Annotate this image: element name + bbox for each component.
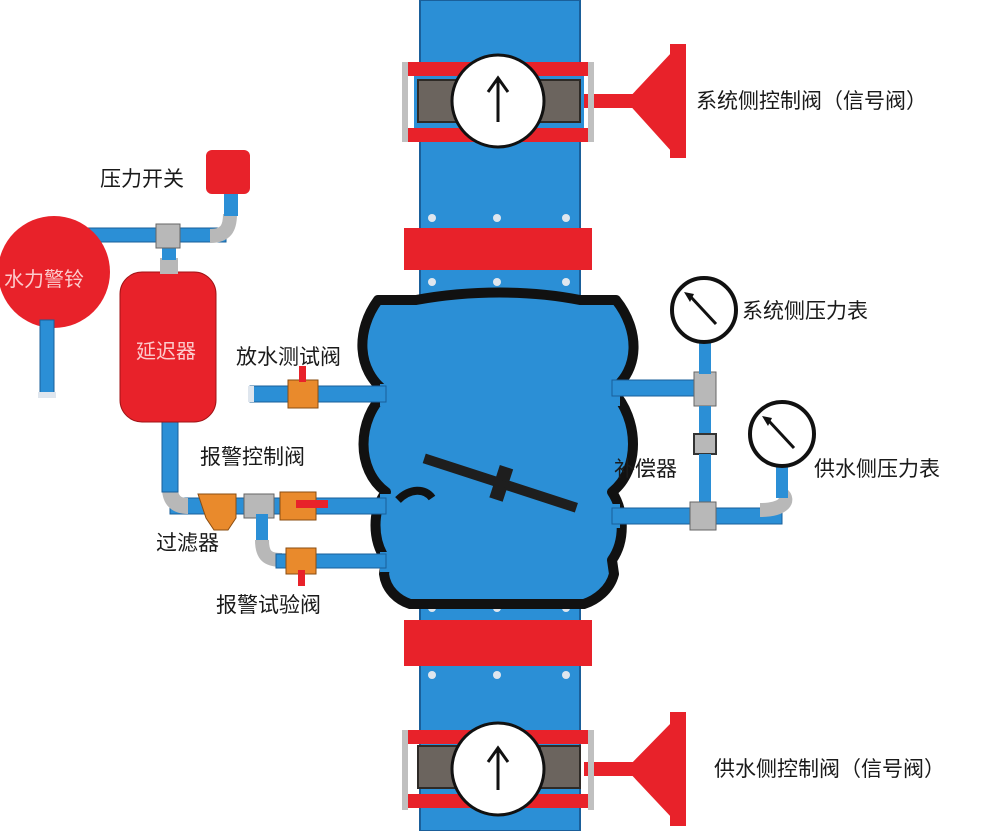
right-trim-piping xyxy=(611,276,816,531)
tee-fitting xyxy=(689,501,717,531)
up-arrow-icon xyxy=(486,75,510,122)
label-system-side-control-valve: 系统侧控制阀（信号阀） xyxy=(696,89,927,113)
label-pressure-switch: 压力开关 xyxy=(100,167,184,191)
label-compensator: 补偿器 xyxy=(614,457,677,481)
drain-test-valve-body xyxy=(287,379,319,409)
compensator xyxy=(693,433,717,455)
lower-handwheel-icon xyxy=(626,722,672,818)
tee-fitting xyxy=(155,223,181,249)
label-alarm-test-valve: 报警试验阀 xyxy=(216,593,321,617)
lower-valve-stem xyxy=(584,762,644,776)
label-delay-device: 延迟器 xyxy=(136,339,196,363)
clapper-disc xyxy=(422,453,578,513)
label-supply-side-control-valve: 供水侧控制阀（信号阀） xyxy=(714,757,945,781)
up-arrow-icon xyxy=(486,745,510,790)
drain-test-valve-handle xyxy=(299,366,306,382)
alarm-control-valve-handle xyxy=(296,500,328,508)
label-alarm-control-valve: 报警控制阀 xyxy=(200,445,305,469)
supply-side-control-valve xyxy=(402,712,686,826)
label-system-side-pressure-gauge: 系统侧压力表 xyxy=(742,299,868,323)
lower-flange xyxy=(404,620,592,666)
pressure-switch xyxy=(206,150,250,194)
alarm-test-valve-handle xyxy=(298,570,305,586)
alarm-check-valve-body xyxy=(357,287,639,609)
tee-fitting xyxy=(693,371,717,407)
valve-body-shell xyxy=(357,287,639,609)
upper-valve-stem xyxy=(584,94,644,108)
label-strainer: 过滤器 xyxy=(156,531,219,555)
lower-handwheel-bar xyxy=(670,712,686,826)
lower-valve-gate-right xyxy=(539,745,581,789)
strainer xyxy=(197,493,237,531)
label-drain-test-valve: 放水测试阀 xyxy=(236,345,341,369)
left-trim-piping xyxy=(0,150,387,586)
supply-side-pressure-gauge-icon xyxy=(748,400,816,468)
upper-valve-gate-right xyxy=(539,79,581,123)
upper-handwheel-icon xyxy=(626,52,672,152)
union-fitting xyxy=(243,493,275,519)
upper-handwheel-bar xyxy=(670,44,686,158)
upper-flange xyxy=(404,228,592,270)
label-supply-side-pressure-gauge: 供水侧压力表 xyxy=(814,457,940,481)
hydraulic-alarm-bell xyxy=(0,216,110,328)
clapper-seat-left xyxy=(395,486,436,504)
label-hydraulic-alarm-bell: 水力警铃 xyxy=(4,267,84,291)
system-side-pressure-gauge-icon xyxy=(670,276,738,344)
system-side-control-valve xyxy=(402,44,686,158)
